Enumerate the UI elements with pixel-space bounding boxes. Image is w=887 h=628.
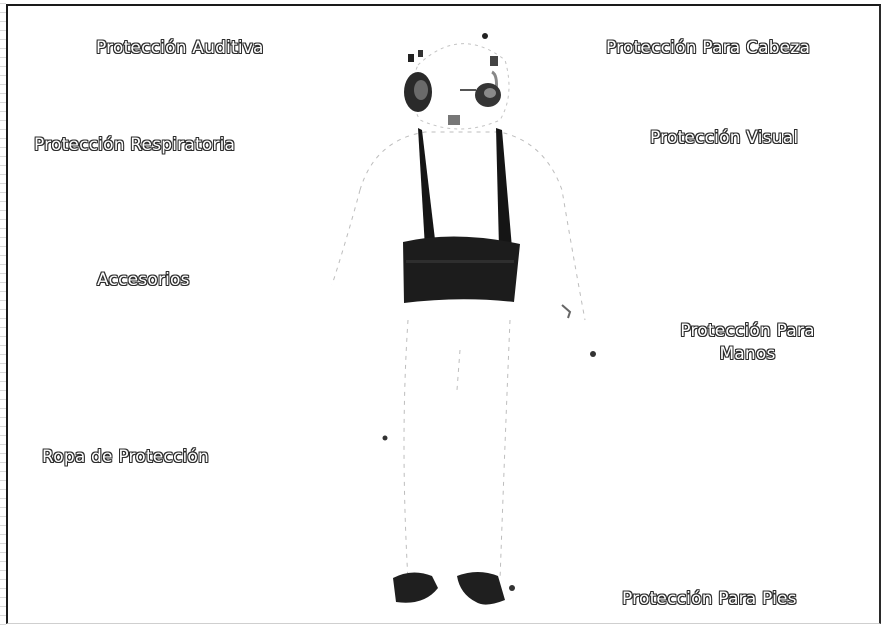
label-head-protection: Protección Para Cabeza: [606, 38, 810, 58]
boots-icon: [393, 572, 515, 605]
label-foot-protection: Protección Para Pies: [622, 589, 797, 609]
label-eye-protection: Protección Visual: [650, 128, 798, 148]
safety-glasses-icon: [460, 83, 501, 107]
label-hand-protection-line2: Manos: [660, 343, 835, 366]
label-hand-protection: Protección Para Manos: [660, 320, 835, 366]
worker-figure: [300, 20, 630, 620]
label-respiratory-protection: Protección Respiratoria: [34, 135, 235, 155]
respirator-icon: [448, 115, 460, 125]
support-belt-icon: [403, 236, 520, 303]
label-protective-clothing: Ropa de Protección: [42, 447, 209, 467]
label-hand-protection-line1: Protección Para: [660, 320, 835, 343]
label-hearing-protection: Protección Auditiva: [96, 38, 264, 58]
body-outline: [332, 132, 585, 580]
label-accessories: Accesorios: [97, 270, 190, 290]
suspenders-icon: [418, 128, 512, 248]
glove-marks-icon: [383, 305, 597, 441]
head-protection-marks-icon: [408, 33, 498, 66]
